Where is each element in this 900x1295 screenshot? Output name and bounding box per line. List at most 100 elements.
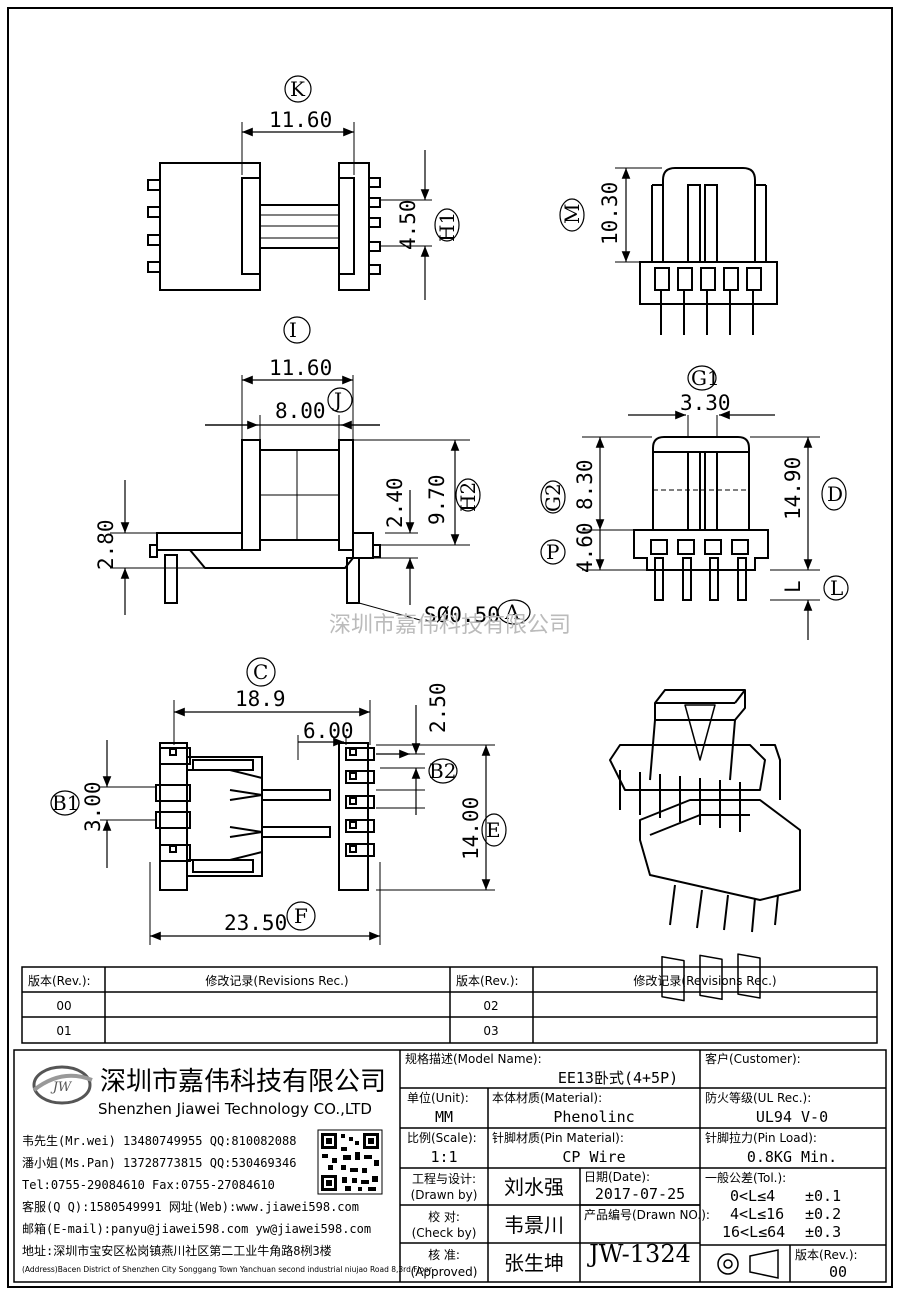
ul-label: 防火等级(UL Rec.):	[705, 1090, 811, 1105]
drawn-label-en: (Drawn by)	[411, 1188, 478, 1202]
contact-qq-web: 客服(Q Q):1580549991 网址(Web):www.jiawei598…	[22, 1199, 359, 1214]
tol-value-1: ±0.1	[805, 1187, 841, 1205]
bottom-view	[50, 657, 507, 945]
drawing-no-label: 产品编号(Drawn NO.):	[584, 1207, 710, 1222]
contact-email: 邮箱(E-mail):panyu@jiawei598.com yw@jiawei…	[22, 1221, 371, 1236]
rev-header-a: 版本(Rev.):	[28, 974, 91, 988]
tag-b1: B1	[52, 791, 79, 815]
tol-value-3: ±0.3	[805, 1223, 841, 1241]
dim-bottom-1400: 14.00	[459, 797, 483, 860]
tag-p: P	[546, 540, 559, 564]
contact-address-cn: 地址:深圳市宝安区松岗镇燕川社区第二工业牛角路8栵3楼	[22, 1243, 332, 1258]
tag-h1: H1	[435, 212, 459, 242]
dim-front-inner: 8.00	[275, 399, 326, 423]
pin-load-value: 0.8KG Min.	[747, 1148, 837, 1166]
dim-end-l: L	[781, 580, 805, 593]
projection-symbol	[717, 1249, 779, 1279]
tag-c: C	[253, 660, 268, 684]
tag-e: E	[486, 818, 501, 842]
approve-label-cn: 核 准:	[428, 1248, 460, 1262]
contact-tel-fax: Tel:0755-29084610 Fax:0755-27084610	[22, 1178, 275, 1192]
pin-load-label: 针脚拉力(Pin Load):	[705, 1130, 817, 1145]
side-right-view	[559, 167, 778, 335]
dim-top-width: 11.60	[269, 108, 332, 132]
contact-pan: 潘小姐(Ms.Pan) 13728773815 QQ:530469346	[22, 1156, 296, 1170]
rev-row-01: 01	[56, 1024, 71, 1038]
tol-range-2: 4<L≤16	[730, 1205, 784, 1223]
drawing-no-value: JW-1324	[586, 1240, 691, 1268]
dim-front-mid: 2.40	[383, 477, 407, 528]
material-value: Phenolinc	[553, 1108, 634, 1126]
dim-bottom-f: 23.50	[224, 911, 287, 935]
company-logo: JW	[32, 1065, 93, 1105]
tag-m: M	[560, 204, 584, 224]
tag-l: L	[830, 576, 843, 600]
check-label-cn: 校 对:	[428, 1209, 460, 1224]
ul-value: UL94 V-0	[756, 1108, 828, 1126]
unit-label: 单位(Unit):	[407, 1090, 469, 1105]
approve-label-en: (Approved)	[411, 1265, 478, 1279]
date-value: 2017-07-25	[595, 1185, 685, 1203]
rev-row-03: 03	[483, 1024, 498, 1038]
contact-wei: 韦先生(Mr.wei) 13480749955 QQ:810082088	[22, 1134, 296, 1148]
date-label: 日期(Date):	[584, 1170, 650, 1184]
material-label: 本体材质(Material):	[492, 1091, 602, 1105]
tag-b2: B2	[429, 759, 456, 783]
front-view	[110, 316, 531, 625]
tag-k: K	[290, 77, 306, 101]
scale-label: 比例(Scale):	[407, 1131, 477, 1145]
dim-end-upper: 8.30	[573, 459, 597, 510]
rev-value: 00	[829, 1263, 847, 1281]
tag-d: D	[827, 482, 843, 506]
tol-range-3: 16<L≤64	[722, 1223, 785, 1241]
isometric-view	[609, 689, 801, 1002]
watermark: 深圳市嘉伟科技有限公司	[329, 613, 571, 638]
tag-f: F	[294, 904, 308, 928]
tag-g1: G1	[691, 366, 720, 390]
dim-side-height: 10.30	[598, 182, 622, 245]
dim-bottom-c: 18.9	[235, 687, 286, 711]
rev-row-00: 00	[56, 999, 71, 1013]
rec-header-b: 修改记录(Revisions Rec.)	[633, 973, 776, 988]
company-name-en: Shenzhen Jiawei Technology CO.,LTD	[98, 1100, 372, 1118]
tol-value-2: ±0.2	[805, 1205, 841, 1223]
rev-header-b: 版本(Rev.):	[456, 974, 519, 988]
check-value: 韦景川	[504, 1213, 564, 1237]
company-name-cn: 深圳市嘉伟科技有限公司	[100, 1067, 386, 1097]
rev-label: 版本(Rev.):	[795, 1248, 858, 1262]
approve-value: 张生坤	[504, 1251, 564, 1275]
tag-a: A	[504, 600, 520, 624]
model-label: 规格描述(Model Name):	[405, 1051, 542, 1066]
drawn-label-cn: 工程与设计:	[412, 1171, 476, 1186]
pin-material-value: CP Wire	[562, 1148, 625, 1166]
check-label-en: (Check by)	[412, 1226, 477, 1240]
rec-header-a: 修改记录(Revisions Rec.)	[205, 973, 348, 988]
dim-end-total: 14.90	[781, 457, 805, 520]
top-view	[147, 75, 460, 300]
dim-end-lower: 4.60	[573, 522, 597, 573]
tag-j: J	[332, 388, 342, 412]
tol-label: 一般公差(Tol.):	[705, 1170, 786, 1185]
scale-value: 1:1	[430, 1148, 457, 1166]
dim-bottom-6: 6.00	[303, 719, 354, 743]
dim-end-width: 3.30	[680, 391, 731, 415]
contact-address-en: (Address)Bacen District of Shenzhen City…	[22, 1265, 433, 1274]
drawing-border	[7, 7, 893, 1288]
tag-h2: H2	[456, 482, 480, 512]
dim-front-outer: 11.60	[269, 356, 332, 380]
dim-bottom-300: 3.00	[81, 781, 105, 832]
dim-front-pin: SØ0.50	[424, 603, 500, 627]
logo-jw: JW	[50, 1080, 73, 1095]
dim-bottom-250: 2.50	[426, 682, 450, 733]
tol-range-1: 0<L≤4	[730, 1187, 775, 1205]
dim-front-left: 2.80	[94, 519, 118, 570]
dim-front-tall: 9.70	[425, 474, 449, 525]
unit-value: MM	[435, 1108, 453, 1126]
tag-i: I	[289, 318, 297, 342]
pin-material-label: 针脚材质(Pin Material):	[492, 1130, 624, 1145]
title-block-frame	[13, 1049, 887, 1283]
dim-top-pitch: 4.50	[396, 199, 420, 250]
end-view	[540, 365, 849, 640]
rev-row-02: 02	[483, 999, 498, 1013]
